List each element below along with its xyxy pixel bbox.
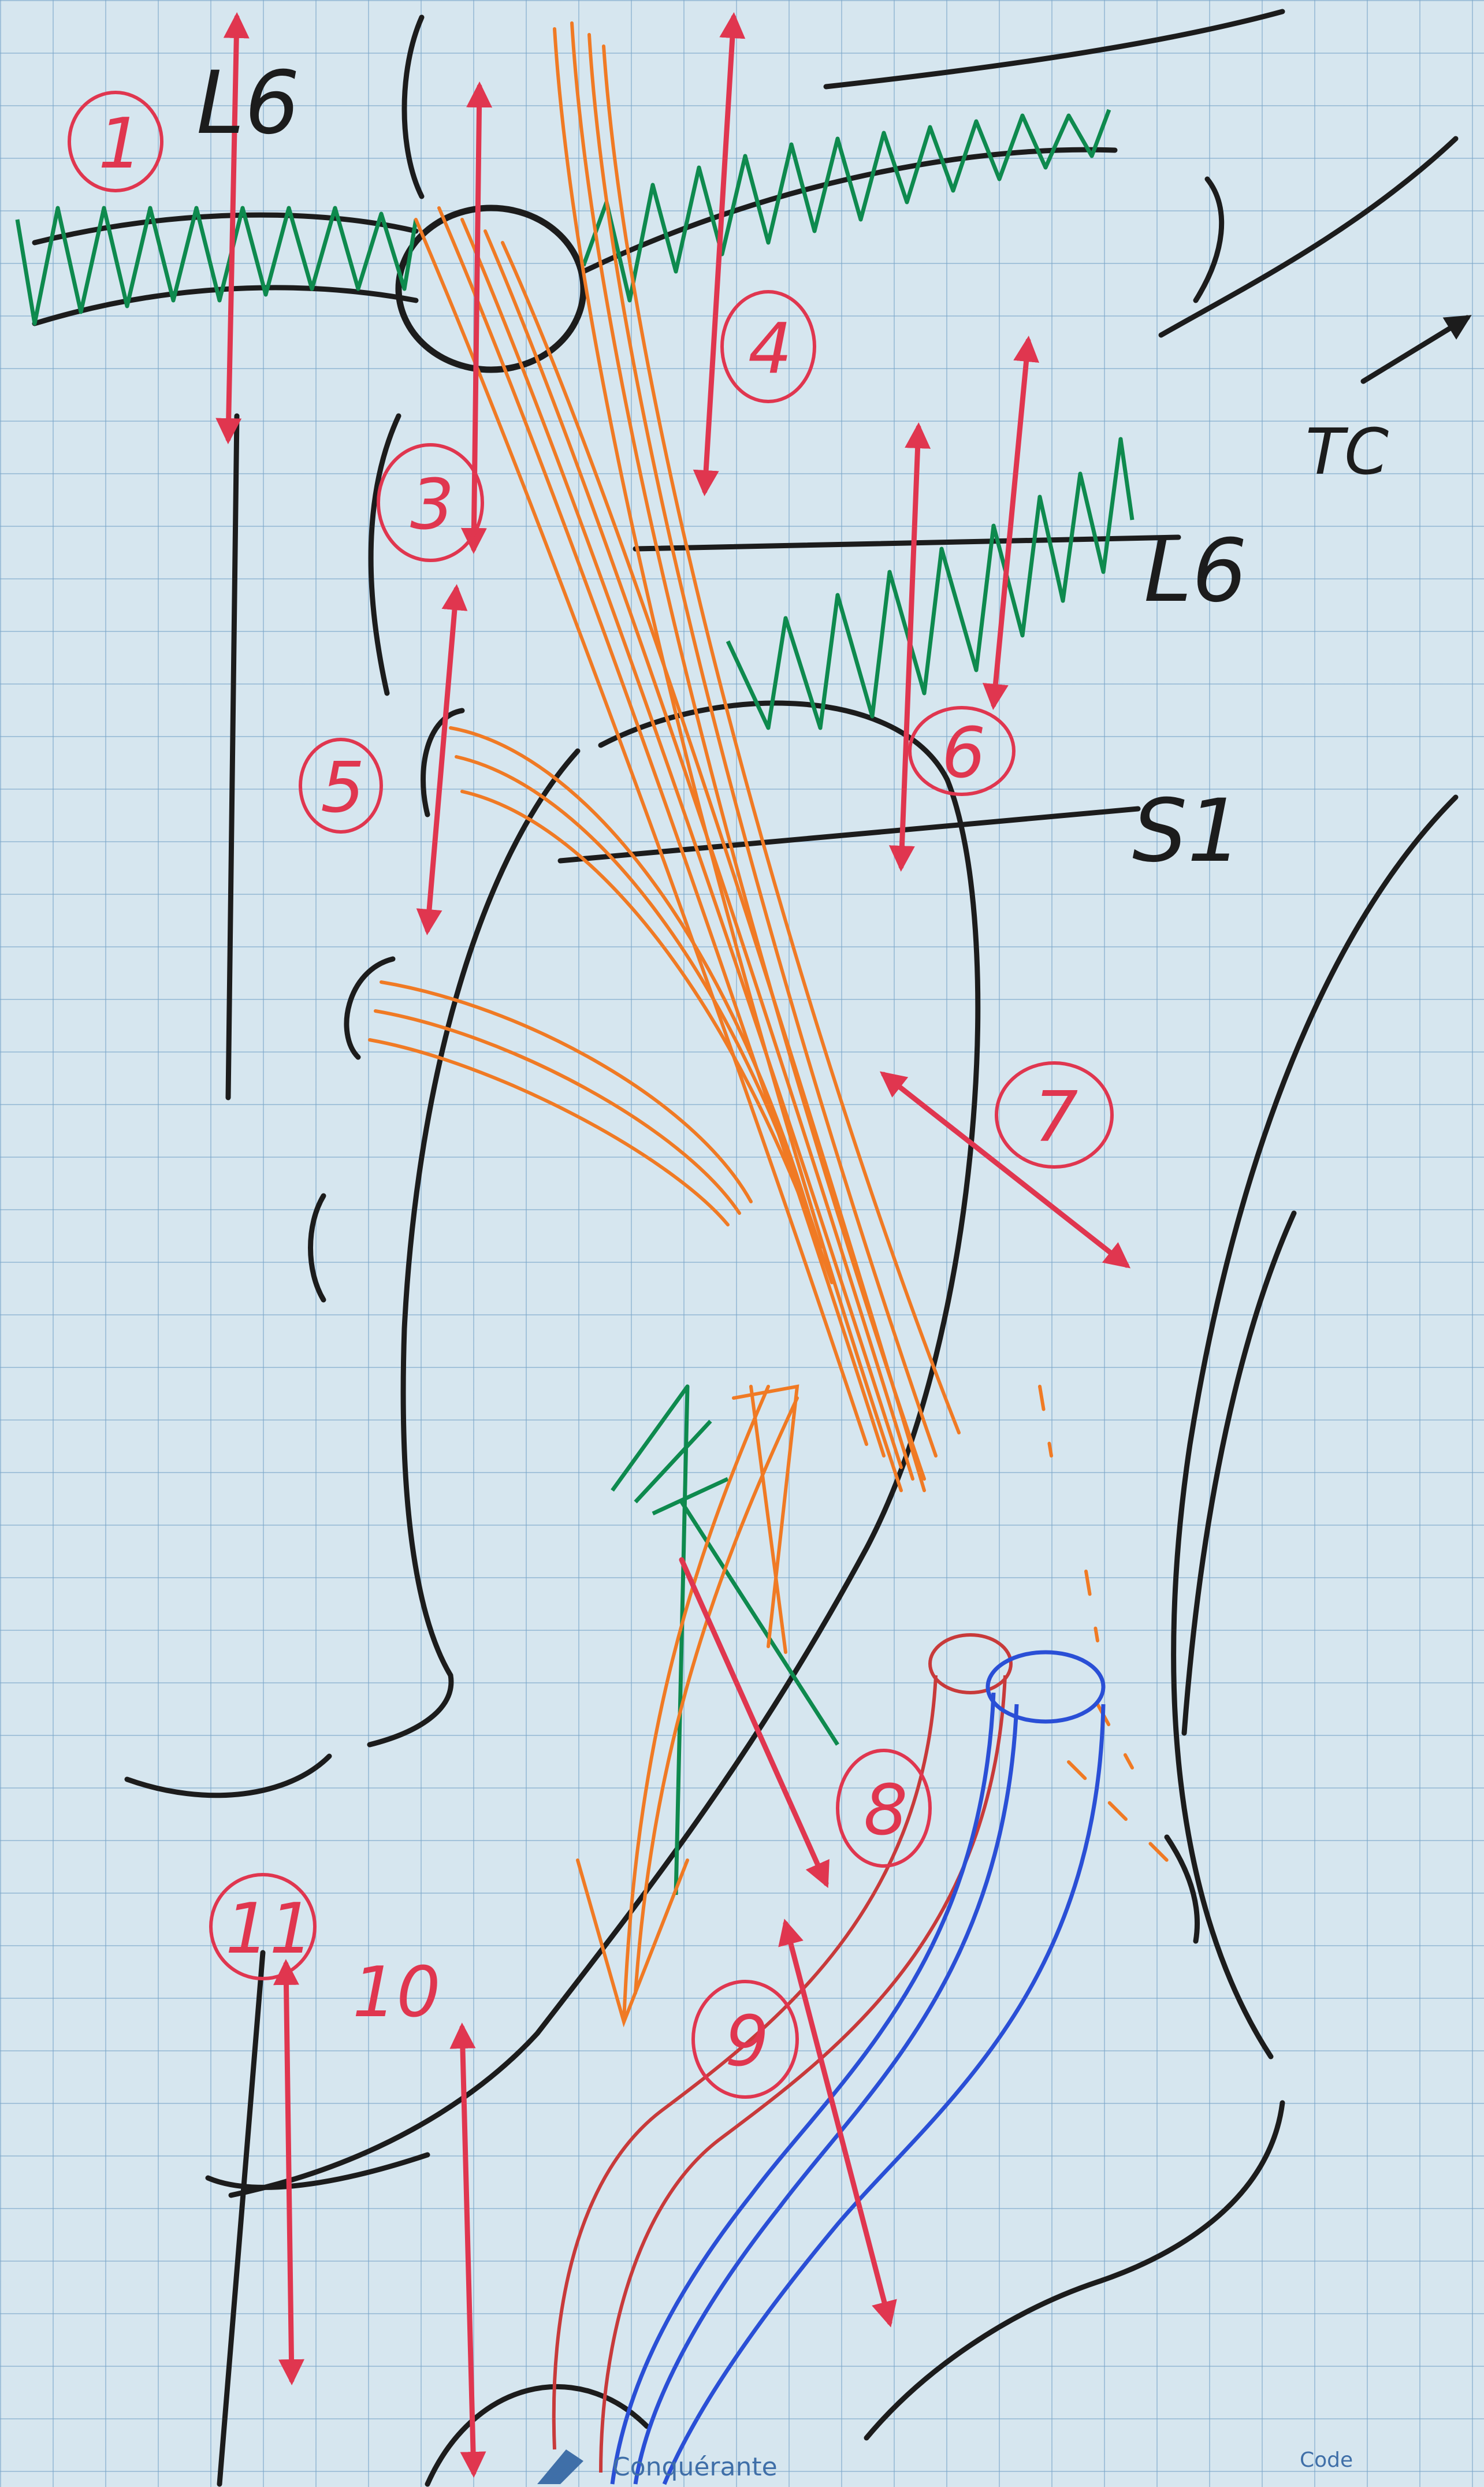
bottom-left-curve [127, 1756, 329, 1795]
number-4: 4 [748, 309, 792, 389]
number-11: 11 [225, 1889, 314, 1969]
bottom-left-vertical [220, 1953, 263, 2484]
number-6: 6 [942, 713, 985, 794]
arrow-4 [705, 17, 734, 491]
brand-logo-icon [537, 2449, 583, 2484]
red-arrows [228, 17, 1126, 2473]
right-shoulder-curve [1161, 139, 1456, 335]
arrow-7 [884, 1075, 1126, 1265]
number-1: 1 [98, 104, 142, 184]
dashed-right [1040, 1386, 1178, 1872]
left-vertical-line [228, 416, 237, 1098]
bracket-small [311, 1196, 324, 1300]
artery-section [930, 1635, 1011, 1693]
upper-plate-left [35, 215, 416, 243]
bottom-right-curve [866, 2103, 1282, 2438]
upper-plate-right [583, 150, 1115, 272]
ligament-left [17, 208, 416, 324]
tc-arrow [1363, 318, 1467, 381]
arrow-5 [427, 589, 456, 930]
label-tc: TC [1306, 415, 1389, 489]
left-bracket-mid [371, 416, 399, 693]
artery [554, 1635, 1011, 2473]
main-oval [231, 703, 978, 2195]
arrow-9 [786, 1924, 890, 2322]
arrow-6a [901, 427, 918, 867]
right-long-curve-1 [1174, 797, 1456, 2057]
green-ligaments [17, 110, 1132, 1895]
number-9: 9 [725, 2002, 769, 2082]
upper-plate-left-lower [35, 288, 416, 324]
ligament-top-right [583, 110, 1109, 300]
label-l6-top: L6 [196, 53, 300, 154]
ligament-diagonal [728, 439, 1132, 728]
paper-brand: Conquérante [612, 2452, 778, 2482]
left-bracket-top [404, 17, 422, 196]
vein [612, 1652, 1103, 2484]
arrow-11 [286, 1964, 292, 2380]
right-small-curve [1196, 179, 1222, 300]
bottom-left-hook [370, 1675, 451, 1745]
arrow-8 [682, 1560, 826, 1883]
number-8: 8 [864, 1771, 907, 1851]
right-long-curve-2 [1184, 1213, 1294, 1733]
label-l6-right: L6 [1144, 521, 1247, 622]
top-right-curve [826, 12, 1282, 87]
number-5: 5 [321, 748, 365, 828]
number-7: 7 [1034, 1077, 1078, 1158]
arrow-6b [994, 341, 1028, 705]
number-10: 10 [352, 1953, 441, 2033]
number-3: 3 [410, 465, 454, 545]
label-s1: S1 [1132, 781, 1243, 882]
ligament-vertical-strip [612, 1386, 838, 1895]
paper-code-label: Code [1300, 2448, 1353, 2472]
